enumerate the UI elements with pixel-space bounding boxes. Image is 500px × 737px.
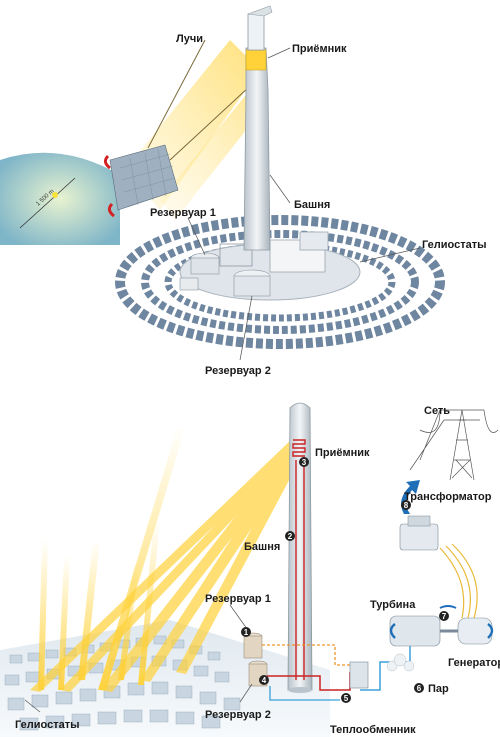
step-2: 2 xyxy=(288,532,293,541)
label-tower-top: Башня xyxy=(294,199,330,211)
label-tower-bottom: Башня xyxy=(244,541,280,553)
step-4: 4 xyxy=(262,676,267,685)
turbine xyxy=(389,615,441,647)
reservoir-1-body xyxy=(190,257,220,275)
mirror-clip-top xyxy=(103,154,111,170)
step-8: 8 xyxy=(404,501,409,510)
label-heat-exchanger: Теплообменник xyxy=(330,724,416,736)
top-section: 1 500 m xyxy=(0,5,487,377)
receiver-cap xyxy=(247,5,273,17)
generator xyxy=(457,617,494,645)
tower-base xyxy=(288,687,312,693)
label-generator: Генератор xyxy=(448,657,500,669)
step-1: 1 xyxy=(244,628,249,637)
label-receiver-top: Приёмник xyxy=(292,43,347,55)
label-reservoir1-bottom: Резервуар 1 xyxy=(205,593,271,605)
step-6: 6 xyxy=(417,684,422,693)
label-receiver-bottom: Приёмник xyxy=(315,447,370,459)
heat-exchanger xyxy=(349,661,369,689)
label-transformer: Трансформатор xyxy=(404,491,492,503)
steel-structure xyxy=(219,243,253,267)
bottom-section: 1 2 3 4 5 6 7 8 Сеть Приёмник Трансформа… xyxy=(0,402,500,737)
step-5: 5 xyxy=(344,694,349,703)
transformer xyxy=(399,523,439,551)
label-heliostats-bottom: Гелиостаты xyxy=(15,719,80,731)
mirror-panel xyxy=(109,144,179,211)
transmission-tower xyxy=(409,409,499,481)
pipe-cold xyxy=(360,640,411,691)
step-markers: 1 2 3 4 5 6 7 8 xyxy=(241,457,449,703)
transformer-top xyxy=(407,515,431,527)
tower-bottom xyxy=(287,402,313,691)
pipe-dashed xyxy=(262,644,360,666)
label-turbine: Турбина xyxy=(370,599,416,611)
scale-line xyxy=(19,177,76,229)
step-7: 7 xyxy=(442,612,447,621)
top-leader-lines xyxy=(187,47,421,361)
sun-ray-beam-2 xyxy=(160,90,262,220)
step-3: 3 xyxy=(302,458,307,467)
inset-map xyxy=(0,152,120,245)
rotation-arrow xyxy=(439,605,457,609)
ray-arrow-1 xyxy=(147,39,206,149)
mirror-grid xyxy=(119,148,176,206)
map-tower-marker xyxy=(52,192,58,198)
power-wires xyxy=(439,543,478,619)
auxiliary-building xyxy=(179,277,199,291)
label-heliostats-top: Гелиостаты xyxy=(422,239,487,251)
label-rays: Лучи xyxy=(176,33,203,45)
tower-top xyxy=(243,47,271,251)
label-reservoir2-bottom: Резервуар 2 xyxy=(205,709,271,721)
label-steam: Пар xyxy=(428,683,449,695)
label-reservoir1-top: Резервуар 1 xyxy=(150,207,216,219)
pipe-return xyxy=(269,686,340,701)
reservoir-2-body xyxy=(233,275,271,297)
label-grid: Сеть xyxy=(424,405,450,417)
receiver-coil xyxy=(292,439,306,457)
receiver-housing xyxy=(247,13,265,51)
reflected-rays xyxy=(30,438,303,692)
receiver-top xyxy=(245,49,267,71)
label-reservoir2-top: Резервуар 2 xyxy=(205,365,271,377)
power-block-upper xyxy=(299,231,329,251)
mirror-clip-bottom xyxy=(107,202,115,218)
reservoir-2-bottom xyxy=(248,660,268,687)
steam-cloud xyxy=(386,653,415,672)
